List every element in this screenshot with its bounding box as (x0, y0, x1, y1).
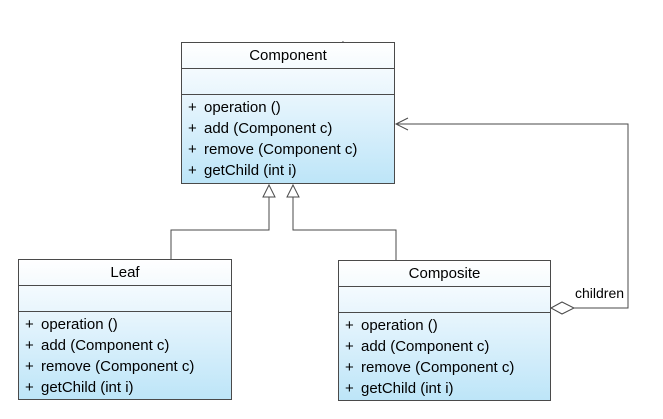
navigability-arrow-icon (394, 117, 409, 131)
association-label-children: children (574, 285, 626, 301)
children-aggregation-line (396, 123, 629, 309)
visibility-marker: + (188, 162, 197, 179)
operation-signature: add (Component c) (361, 338, 490, 355)
visibility-marker: + (345, 317, 354, 334)
operation-signature: remove (Component c) (41, 358, 195, 375)
visibility-marker: + (188, 99, 197, 116)
operation-signature: operation () (41, 316, 118, 333)
stray-mark: . (341, 30, 345, 46)
operation-item: + remove (Component c) (345, 357, 550, 378)
attributes-compartment (19, 286, 231, 312)
visibility-marker: + (25, 379, 34, 396)
operation-item: + getChild (int i) (25, 377, 231, 398)
operation-signature: operation () (204, 99, 281, 116)
visibility-marker: + (345, 359, 354, 376)
operation-item: + add (Component c) (345, 336, 550, 357)
operation-signature: operation () (361, 317, 438, 334)
visibility-marker: + (25, 358, 34, 375)
operation-signature: remove (Component c) (361, 359, 515, 376)
operation-item: + operation () (345, 315, 550, 336)
operations-compartment: + operation () + add (Component c) + remove… (19, 312, 231, 398)
operation-signature: getChild (int i) (41, 379, 134, 396)
operation-item: + add (Component c) (188, 118, 394, 139)
leaf-inheritance-arrow-icon (262, 183, 276, 198)
operation-item: + add (Component c) (25, 335, 231, 356)
visibility-marker: + (25, 316, 34, 333)
operation-signature: getChild (int i) (204, 162, 297, 179)
visibility-marker: + (345, 338, 354, 355)
visibility-marker: + (188, 141, 197, 158)
composite-generalization-line (292, 197, 397, 260)
operation-signature: remove (Component c) (204, 141, 358, 158)
class-leaf: Leaf + operation () + add (Component c) + r… (18, 259, 232, 400)
operation-item: + remove (Component c) (188, 139, 394, 160)
class-component: Component + operation () + add (Component … (181, 42, 395, 184)
operation-item: + getChild (int i) (345, 378, 550, 399)
class-name: Composite (339, 261, 550, 287)
visibility-marker: + (25, 337, 34, 354)
operation-signature: getChild (int i) (361, 380, 454, 397)
operation-item: + remove (Component c) (25, 356, 231, 377)
operation-signature: add (Component c) (41, 337, 170, 354)
operations-compartment: + operation () + add (Component c) + remove… (339, 313, 550, 399)
class-name: Component (182, 43, 394, 69)
operation-item: + operation () (188, 97, 394, 118)
attributes-compartment (339, 287, 550, 313)
operation-signature: add (Component c) (204, 120, 333, 137)
operations-compartment: + operation () + add (Component c) + remove… (182, 95, 394, 181)
composite-inheritance-arrow-icon (286, 183, 300, 198)
class-name: Leaf (19, 260, 231, 286)
leaf-generalization-line (170, 197, 270, 259)
operation-item: + getChild (int i) (188, 160, 394, 181)
attributes-compartment (182, 69, 394, 95)
aggregation-diamond-icon (549, 301, 576, 315)
visibility-marker: + (345, 380, 354, 397)
visibility-marker: + (188, 120, 197, 137)
operation-item: + operation () (25, 314, 231, 335)
class-composite: Composite + operation () + add (Component … (338, 260, 551, 401)
